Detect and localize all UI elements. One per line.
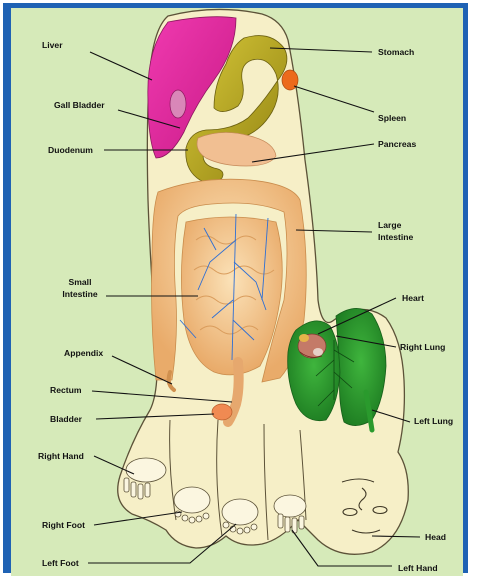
bladder-organ — [212, 404, 232, 420]
label-left-foot: Left Foot — [42, 558, 79, 568]
label-rectum: Rectum — [50, 385, 82, 395]
gall-bladder-organ — [170, 90, 186, 118]
label-left-hand: Left Hand — [398, 563, 438, 573]
left-hand-sketch — [274, 495, 306, 533]
label-large-intestine-line1: Large — [378, 220, 402, 230]
label-small-intestine-line1: Small — [69, 277, 92, 287]
label-right-hand: Right Hand — [38, 451, 84, 461]
heart-organ — [298, 334, 326, 358]
spleen-leader — [294, 86, 374, 112]
label-gall-bladder: Gall Bladder — [54, 100, 105, 110]
label-pancreas: Pancreas — [378, 139, 416, 149]
label-large-intestine-line2: Intestine — [378, 232, 414, 242]
label-head: Head — [425, 532, 446, 542]
label-spleen: Spleen — [378, 113, 406, 123]
label-right-lung: Right Lung — [400, 342, 445, 352]
label-liver: Liver — [42, 40, 63, 50]
label-heart: Heart — [402, 293, 424, 303]
liver-leader — [90, 52, 152, 80]
label-stomach: Stomach — [378, 47, 414, 57]
label-left-lung: Left Lung — [414, 416, 453, 426]
label-right-foot: Right Foot — [42, 520, 85, 530]
label-small-intestine-line2: Intestine — [62, 289, 98, 299]
label-duodenum: Duodenum — [48, 145, 93, 155]
label-appendix: Appendix — [64, 348, 103, 358]
label-bladder: Bladder — [50, 414, 83, 424]
